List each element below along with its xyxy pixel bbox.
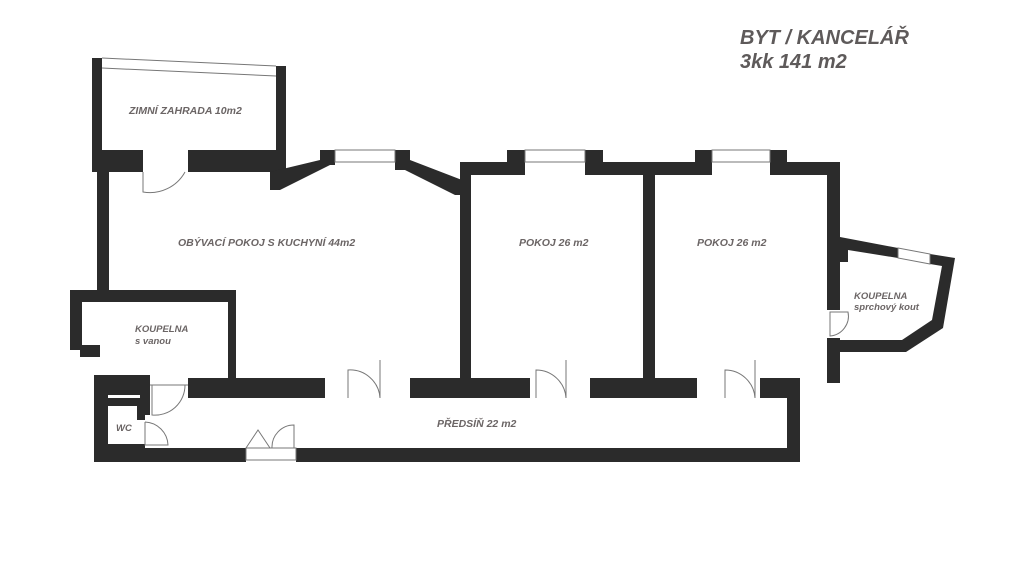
room-label-bathroom-detail: s vanou [135,336,171,347]
plan-title: BYT / KANCELÁŘ [740,25,909,49]
walls [70,58,955,462]
room-label-bathroom: KOUPELNA [135,324,188,335]
room-label-shower-bathroom-detail: sprchový kout [854,302,920,313]
room-label-winter-garden: ZIMNÍ ZAHRADA 10m2 [128,104,242,117]
room-label-shower-bathroom: KOUPELNA [854,291,907,302]
windows-and-doors [101,57,931,461]
room-label-living-room: OBÝVACÍ POKOJ S KUCHYNÍ 44m2 [178,236,355,249]
plan-subtitle: 3kk 141 m2 [740,51,847,73]
room-label-wc: WC [116,423,132,434]
room-label-room-2: POKOJ 26 m2 [697,237,767,249]
room-label-hallway: PŘEDSÍŇ 22 m2 [437,417,517,430]
room-label-room-1: POKOJ 26 m2 [519,237,589,249]
